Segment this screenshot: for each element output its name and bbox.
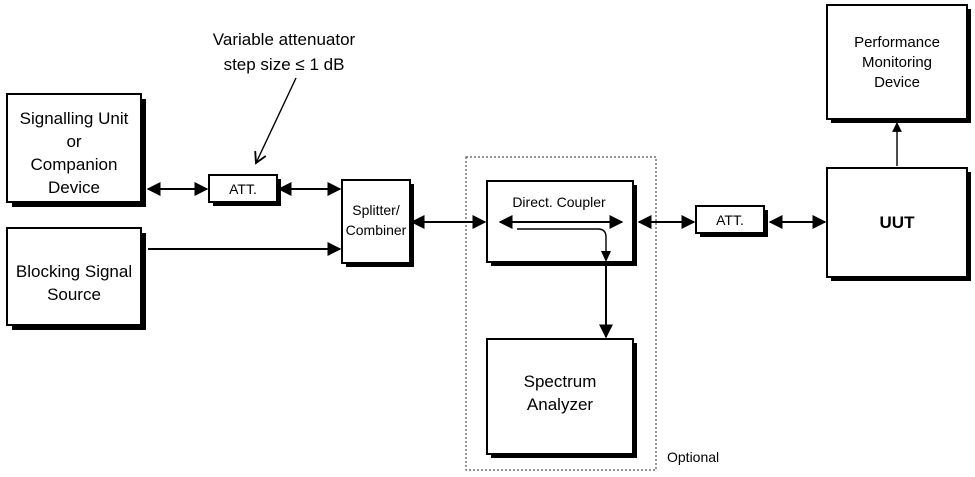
blocking-signal-source-box: Blocking Signal Source [6,227,146,330]
uut-box: UUT [826,167,971,281]
blocking-source-line2: Source [47,285,101,304]
signalling-unit-line2: or [66,132,81,151]
attenuator-right-box: ATT. [695,205,768,237]
monitor-line2: Monitoring [862,54,932,71]
performance-monitoring-device-box: Performance Monitoring Device [826,4,971,123]
uut-label: UUT [880,213,916,232]
signalling-unit-line1: Signalling Unit [20,109,129,128]
attenuator-left-box: ATT. [208,174,281,206]
coupler-tap-arrowhead [601,251,611,262]
coupler-label: Direct. Coupler [512,194,606,210]
annotation-pointer-arrow [254,77,297,165]
splitter-line1: Splitter/ [352,202,400,218]
monitor-line3: Device [874,74,920,91]
attenuator-right-label: ATT. [716,212,744,228]
attenuator-annotation-line1: Variable attenuator [213,30,356,49]
coupler-tap-line [517,228,607,252]
splitter-line2: Combiner [346,222,407,238]
monitor-line1: Performance [854,34,940,51]
signalling-unit-line3: Companion [31,155,118,174]
spectrum-line1: Spectrum [524,372,597,391]
spectrum-analyzer-box: Spectrum Analyzer [486,338,637,458]
attenuator-annotation-line2: step size ≤ 1 dB [224,55,345,74]
attenuator-left-label: ATT. [229,181,257,197]
signalling-unit-line4: Device [48,178,100,197]
optional-section-frame [465,156,657,471]
spectrum-line2: Analyzer [527,395,593,414]
blocking-source-line1: Blocking Signal [16,262,132,281]
signalling-unit-box: Signalling Unit or Companion Device [6,93,146,207]
optional-label: Optional [667,449,719,465]
directional-coupler-box: Direct. Coupler [486,180,637,266]
splitter-combiner-box: Splitter/ Combiner [341,179,414,267]
